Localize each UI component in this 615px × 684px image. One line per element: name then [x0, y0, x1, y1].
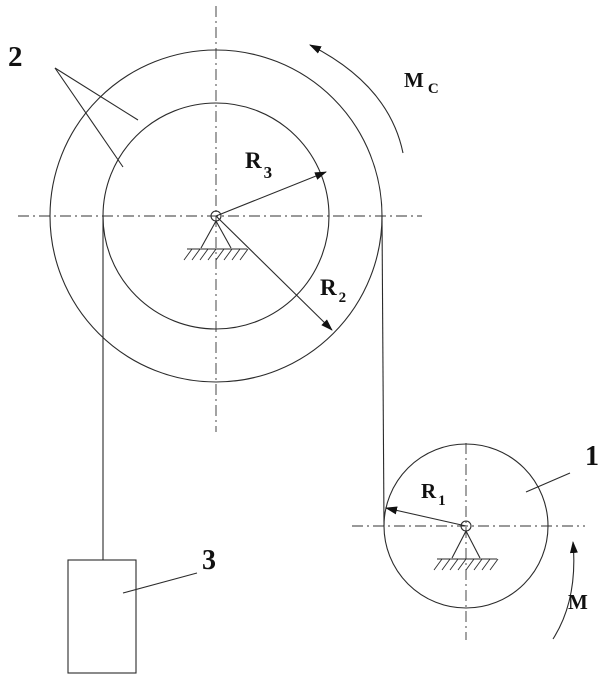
label-3: 3	[202, 545, 216, 576]
label-2: 2	[8, 41, 23, 73]
pulley-1-pivot-support	[433, 520, 499, 571]
leader-1-to-pulley	[525, 472, 571, 493]
leader-2-to-inner-disc	[54, 67, 124, 168]
radius-2-arrow	[215, 215, 333, 331]
moment-c-arc-arrow	[309, 44, 404, 154]
leader-2-to-outer-ring	[54, 67, 139, 121]
radius-3-arrow	[215, 171, 327, 217]
weight-3-block	[67, 559, 137, 674]
pulley-2-pivot-support	[183, 210, 249, 261]
rope-between-pulleys	[381, 215, 385, 527]
label-m: M	[568, 590, 588, 614]
leader-3-to-weight	[122, 572, 198, 594]
moment-arc-arrow	[552, 541, 578, 640]
radius-1-arrow	[385, 506, 467, 527]
label-1: 1	[585, 441, 599, 472]
